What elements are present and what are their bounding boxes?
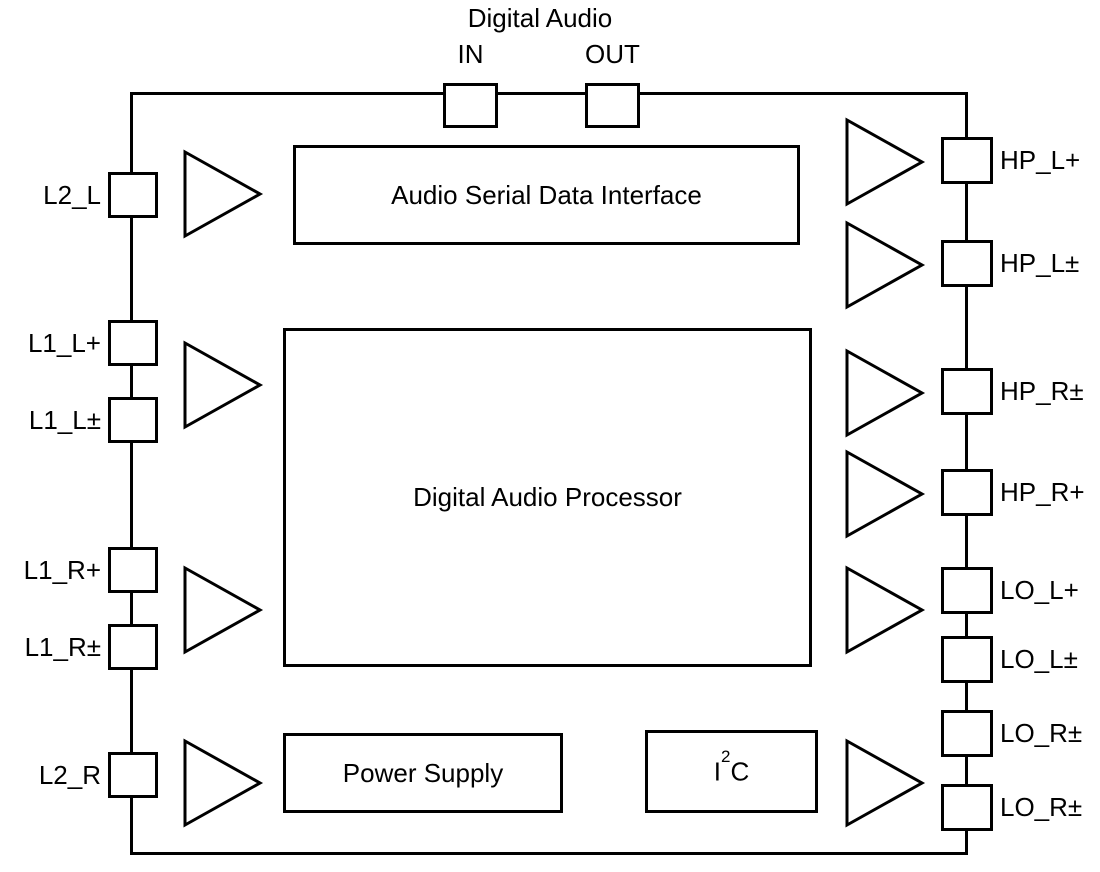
- amplifier-icon-right-2: [845, 220, 926, 310]
- label-l2-l: L2_L: [43, 179, 101, 210]
- label-lo-r-pm-1: LO_R±: [1000, 718, 1083, 748]
- label-lo-l-plus: LO_L+: [1000, 575, 1079, 605]
- pin-l2-l: [108, 172, 158, 218]
- pin-l1-l-pm: [108, 397, 158, 443]
- amplifier-icon-right-1: [845, 117, 926, 207]
- amplifier-icon-left-4: [183, 738, 264, 828]
- label-hp-r-plus: HP_R+: [1000, 477, 1085, 507]
- label-hp-l-pm: HP_L±: [1000, 248, 1080, 278]
- block-audio-serial-data-interface: Audio Serial Data Interface: [293, 145, 800, 245]
- pin-lo-r-pm-2: [941, 784, 993, 831]
- pin-lo-l-pm: [941, 636, 993, 683]
- block-i2c-label: I2C: [713, 746, 750, 787]
- label-lo-r-pm-2: LO_R±: [1000, 792, 1083, 822]
- digital-audio-title: Digital Audio: [467, 2, 613, 33]
- block-digital-audio-processor-label: Digital Audio Processor: [413, 482, 682, 512]
- block-digital-audio-processor: Digital Audio Processor: [283, 328, 812, 667]
- label-l1-r-plus: L1_R+: [23, 554, 101, 585]
- label-l1-l-plus: L1_L+: [27, 327, 101, 358]
- block-i2c: I2C: [645, 730, 818, 813]
- pin-l2-r: [108, 752, 158, 798]
- label-hp-r-pm: HP_R±: [1000, 376, 1084, 406]
- pin-hp-r-pm: [941, 368, 993, 415]
- pin-hp-l-plus: [941, 137, 993, 184]
- digital-audio-in-pin: [443, 83, 498, 128]
- block-power-supply-label: Power Supply: [342, 757, 504, 788]
- label-l2-r: L2_R: [38, 759, 101, 790]
- label-lo-l-pm: LO_L±: [1000, 644, 1078, 674]
- amplifier-icon-right-3: [845, 348, 926, 438]
- pin-lo-r-pm-1: [941, 710, 993, 757]
- pin-lo-l-plus: [941, 567, 993, 614]
- amplifier-icon-left-2: [183, 340, 264, 430]
- pin-hp-r-plus: [941, 469, 993, 516]
- label-l1-r-pm: L1_R±: [24, 631, 101, 662]
- amplifier-icon-left-3: [183, 565, 264, 655]
- pin-l1-r-pm: [108, 624, 158, 670]
- digital-audio-out-label: OUT: [585, 38, 640, 69]
- digital-audio-out-pin: [585, 83, 640, 128]
- digital-audio-in-label: IN: [457, 38, 484, 69]
- label-l1-l-pm: L1_L±: [28, 404, 101, 435]
- pin-l1-r-plus: [108, 547, 158, 593]
- block-power-supply: Power Supply: [283, 733, 563, 813]
- amplifier-icon-right-5: [845, 565, 926, 655]
- amplifier-icon-right-6: [845, 738, 926, 828]
- label-hp-l-plus: HP_L+: [1000, 145, 1081, 175]
- pin-hp-l-pm: [941, 240, 993, 287]
- pin-l1-l-plus: [108, 320, 158, 366]
- block-audio-serial-data-interface-label: Audio Serial Data Interface: [391, 179, 702, 210]
- amplifier-icon-right-4: [845, 449, 926, 539]
- amplifier-icon-left-1: [183, 149, 264, 239]
